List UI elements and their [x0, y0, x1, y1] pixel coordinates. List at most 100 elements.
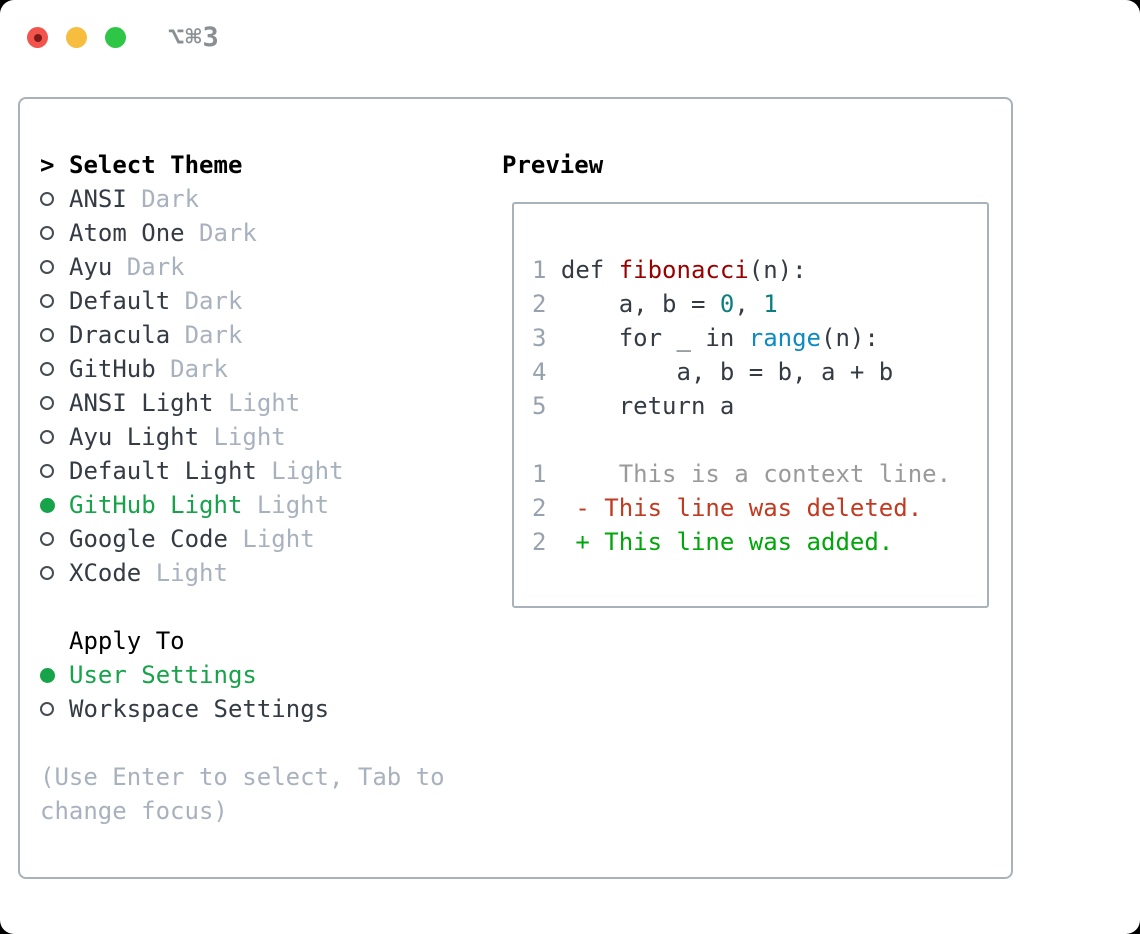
- radio-ring-icon: [40, 192, 54, 206]
- code-token-plain: (n):: [821, 324, 879, 352]
- apply-option-label: Workspace Settings: [69, 695, 330, 723]
- radio-selected-icon: [40, 497, 69, 513]
- minimize-button[interactable]: [66, 27, 87, 48]
- window-shortcut-label: ⌥⌘3: [168, 22, 220, 53]
- theme-option-github-light[interactable]: GitHub Light Light: [40, 488, 490, 522]
- theme-option-label: GitHub: [69, 355, 156, 383]
- theme-variant-tag: Light: [227, 389, 301, 417]
- code-line: 2 + This line was added.: [532, 525, 987, 559]
- apply-option-workspace-settings[interactable]: Workspace Settings: [40, 692, 490, 726]
- theme-option-label: Ayu: [69, 253, 113, 281]
- theme-option-label: Default: [69, 287, 171, 315]
- theme-option-label: GitHub Light: [69, 491, 243, 519]
- theme-option-default[interactable]: Default Dark: [40, 284, 490, 318]
- code-line: [532, 423, 987, 457]
- theme-option-dracula[interactable]: Dracula Dark: [40, 318, 490, 352]
- radio-ring-icon: [40, 464, 54, 478]
- radio-icon: [40, 260, 69, 274]
- close-modified-dot-icon: [33, 33, 42, 42]
- theme-variant-tag: Dark: [184, 321, 243, 349]
- code-token-builtin: range: [748, 324, 821, 352]
- theme-variant-tag: Dark: [141, 185, 200, 213]
- radio-icon: [40, 464, 69, 478]
- radio-icon: [40, 328, 69, 342]
- line-number: 2: [532, 528, 547, 556]
- theme-option-label: ANSI Light: [69, 389, 214, 417]
- theme-option-label: Google Code: [69, 525, 228, 553]
- radio-icon: [40, 566, 69, 580]
- select-theme-title: Select Theme: [69, 151, 243, 179]
- radio-dot-icon: [40, 667, 55, 683]
- radio-selected-icon: [40, 667, 69, 683]
- code-line: 1 This is a context line.: [532, 457, 987, 491]
- theme-variant-tag: Light: [155, 559, 228, 587]
- radio-icon: [40, 226, 69, 240]
- radio-icon: [40, 396, 69, 410]
- code-token-deletion: - This line was deleted.: [560, 494, 923, 522]
- titlebar: ⌥⌘3: [0, 0, 1140, 75]
- theme-option-label: Dracula: [69, 321, 171, 349]
- apply-to-title: Apply To: [69, 627, 185, 655]
- hint-text: (Use Enter to select, Tab to change focu…: [40, 763, 445, 825]
- radio-ring-icon: [40, 702, 54, 716]
- apply-to-title-row: Apply To: [40, 624, 490, 658]
- radio-ring-icon: [40, 532, 54, 546]
- apply-option-user-settings[interactable]: User Settings: [40, 658, 490, 692]
- theme-option-label: Atom One: [69, 219, 185, 247]
- code-token-context: This is a context line.: [560, 460, 952, 488]
- apply-option-label: User Settings: [69, 661, 257, 689]
- code-token-number: 0: [719, 290, 735, 318]
- code-token-plain: a, b =: [560, 290, 720, 318]
- theme-variant-tag: Dark: [126, 253, 185, 281]
- code-token-plain: def: [560, 256, 619, 284]
- line-number: 2: [532, 494, 547, 522]
- code-token-plain: a, b = b, a + b: [560, 358, 894, 386]
- theme-variant-tag: Light: [242, 525, 315, 553]
- maximize-button[interactable]: [105, 27, 126, 48]
- radio-ring-icon: [40, 396, 54, 410]
- theme-option-github[interactable]: GitHub Dark: [40, 352, 490, 386]
- code-line: 4 a, b = b, a + b: [532, 355, 987, 389]
- line-number: 1: [532, 460, 547, 488]
- theme-option-label: Ayu Light: [69, 423, 200, 451]
- theme-variant-tag: Dark: [184, 287, 243, 315]
- theme-option-ayu[interactable]: Ayu Dark: [40, 250, 490, 284]
- code-line: 1 def fibonacci(n):: [532, 253, 987, 287]
- cursor-icon: >: [40, 151, 55, 179]
- code-line: 3 for _ in range(n):: [532, 321, 987, 355]
- code-token-plain: (n):: [748, 256, 807, 284]
- radio-ring-icon: [40, 294, 54, 308]
- window-controls: [27, 27, 126, 48]
- theme-option-ansi-light[interactable]: ANSI Light Light: [40, 386, 490, 420]
- code-token-plain: return a: [560, 392, 735, 420]
- theme-variant-tag: Light: [271, 457, 344, 485]
- select-theme-title-row: > Select Theme: [40, 148, 490, 182]
- line-number: 4: [532, 358, 547, 386]
- radio-ring-icon: [40, 566, 54, 580]
- line-number: 1: [532, 256, 547, 284]
- theme-option-google-code[interactable]: Google Code Light: [40, 522, 490, 556]
- radio-dot-icon: [40, 497, 55, 513]
- theme-variant-tag: Light: [256, 491, 330, 519]
- code-line: 2 a, b = 0, 1: [532, 287, 987, 321]
- radio-icon: [40, 362, 69, 376]
- code-token-title: fibonacci: [618, 256, 749, 284]
- line-number: 3: [532, 324, 547, 352]
- radio-icon: [40, 702, 69, 716]
- code-token-plain: ,: [734, 290, 764, 318]
- code-token-plain: for _ in: [560, 324, 749, 352]
- radio-ring-icon: [40, 362, 54, 376]
- close-button[interactable]: [27, 27, 48, 48]
- theme-variant-tag: Dark: [170, 355, 228, 383]
- radio-icon: [40, 532, 69, 546]
